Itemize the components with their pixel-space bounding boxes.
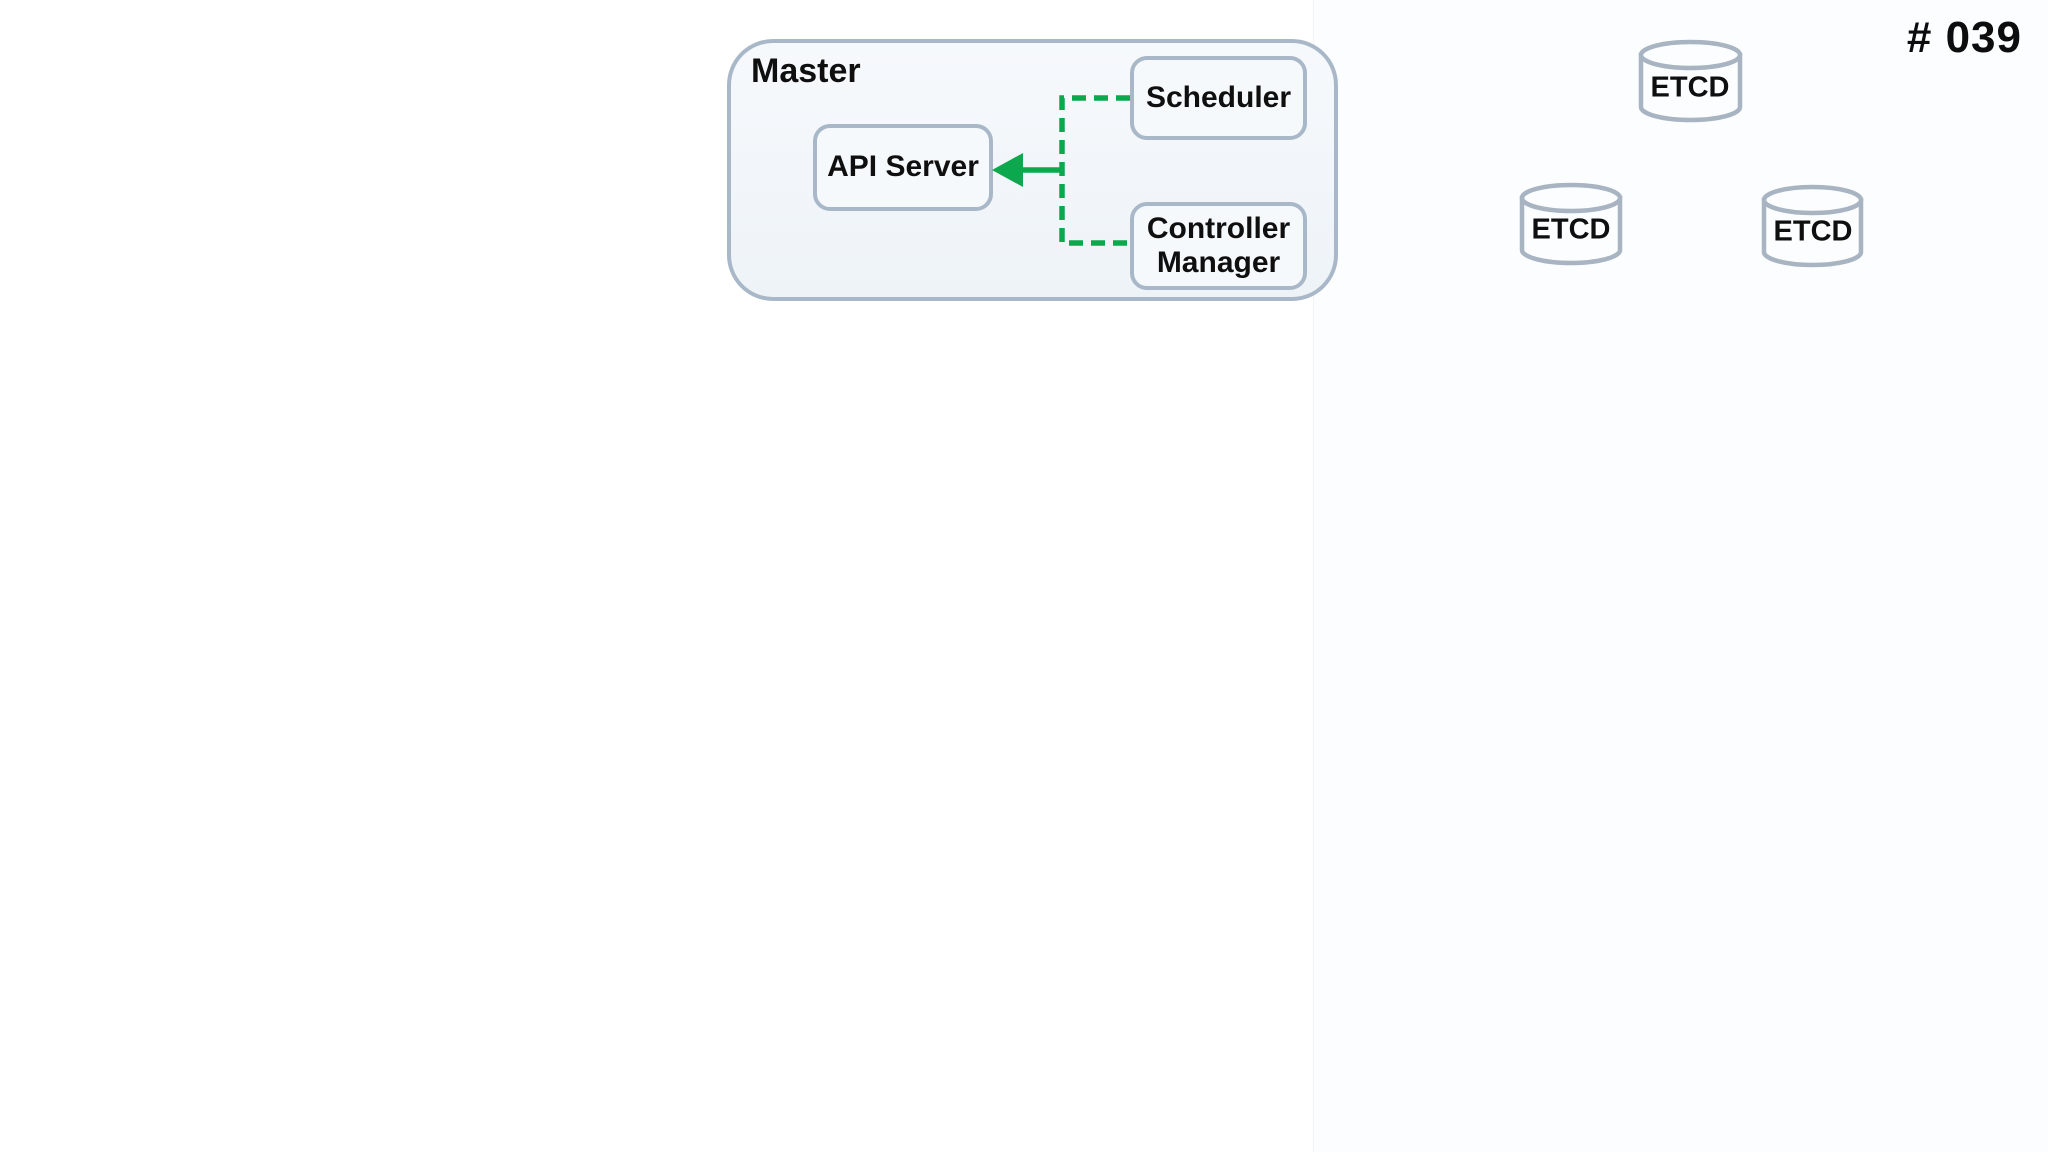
page-number: # 039 bbox=[1906, 13, 2022, 62]
etcd-node-label: ETCD bbox=[1531, 213, 1611, 246]
node-api-server: API Server bbox=[813, 124, 993, 211]
etcd-node-label: ETCD bbox=[1650, 71, 1730, 104]
node-controller-manager-label: Controller Manager bbox=[1146, 211, 1291, 280]
node-api-server-label: API Server bbox=[827, 150, 979, 184]
slide-right-region bbox=[1313, 0, 2048, 1152]
node-scheduler: Scheduler bbox=[1130, 56, 1307, 140]
etcd-node-label: ETCD bbox=[1773, 215, 1853, 248]
node-scheduler-label: Scheduler bbox=[1145, 80, 1292, 114]
master-group-label: Master bbox=[751, 52, 861, 90]
node-controller-manager: Controller Manager bbox=[1130, 202, 1307, 290]
